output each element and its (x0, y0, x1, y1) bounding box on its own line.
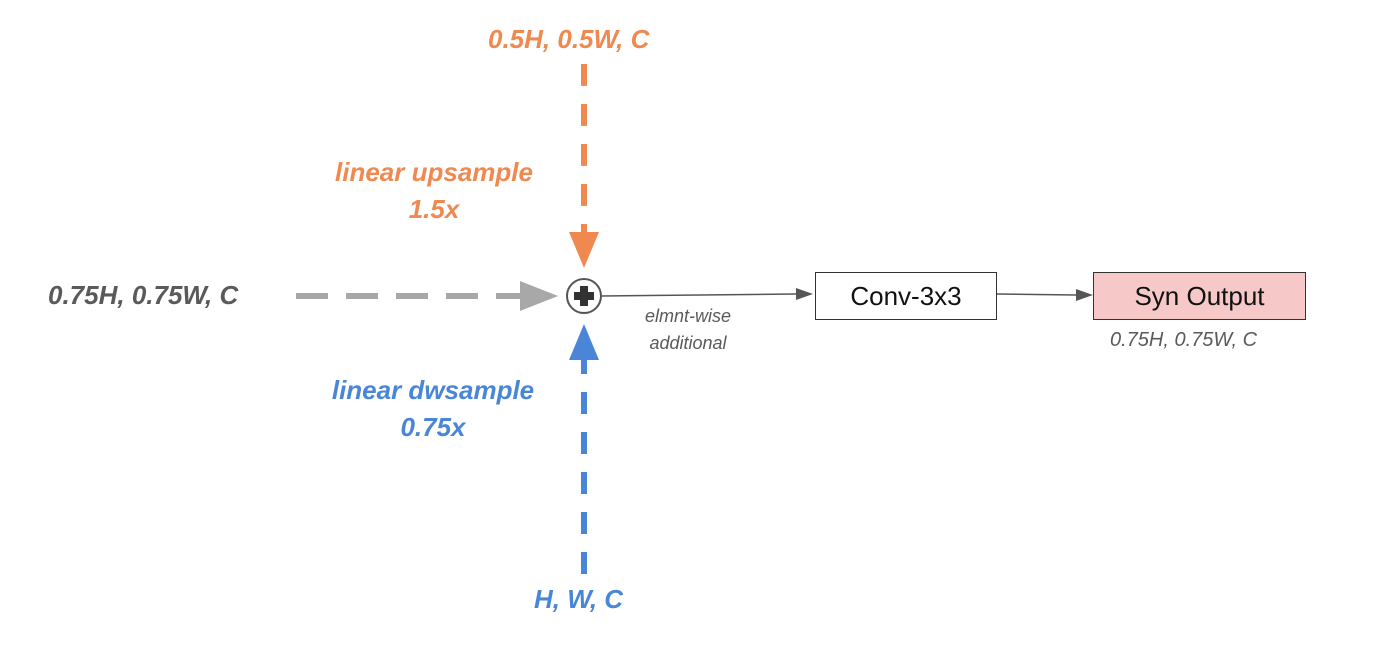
merge-to-conv-line (601, 293, 797, 297)
dwsample-op-factor: 0.75x (400, 412, 466, 442)
upsample-op-name: linear upsample (335, 157, 533, 187)
conv-block-label: Conv-3x3 (850, 280, 962, 311)
merge-op-label: elmnt-wise additional (622, 303, 754, 357)
dwsample-op-name: linear dwsample (331, 375, 535, 405)
top-arrowhead (569, 232, 599, 268)
merge-to-conv-arrowhead (796, 288, 813, 300)
conv-to-output-line (996, 293, 1077, 296)
upsample-op-factor: 1.5x (408, 194, 460, 224)
merge-op-line-2: additional (649, 333, 727, 353)
bottom-arrowhead (569, 324, 599, 360)
merge-op-line-1: elmnt-wise (644, 306, 732, 326)
upsample-label: linear upsample 1.5x (318, 154, 550, 228)
left-arrowhead (520, 281, 558, 311)
conv-to-output-arrowhead (1076, 289, 1093, 301)
dwsample-label: linear dwsample 0.75x (315, 372, 551, 446)
bottom-input-shape-label: H, W, C (534, 584, 624, 614)
top-input-shape-label: 0.5H, 0.5W, C (488, 24, 650, 54)
output-block-label: Syn Output (1134, 280, 1265, 311)
left-input-shape-label: 0.75H, 0.75W, C (48, 280, 239, 310)
syn-output-block: Syn Output (1093, 272, 1306, 320)
output-shape-label: 0.75H, 0.75W, C (1110, 329, 1258, 351)
conv-3x3-block: Conv-3x3 (815, 272, 997, 320)
add-node-icon (566, 278, 602, 314)
